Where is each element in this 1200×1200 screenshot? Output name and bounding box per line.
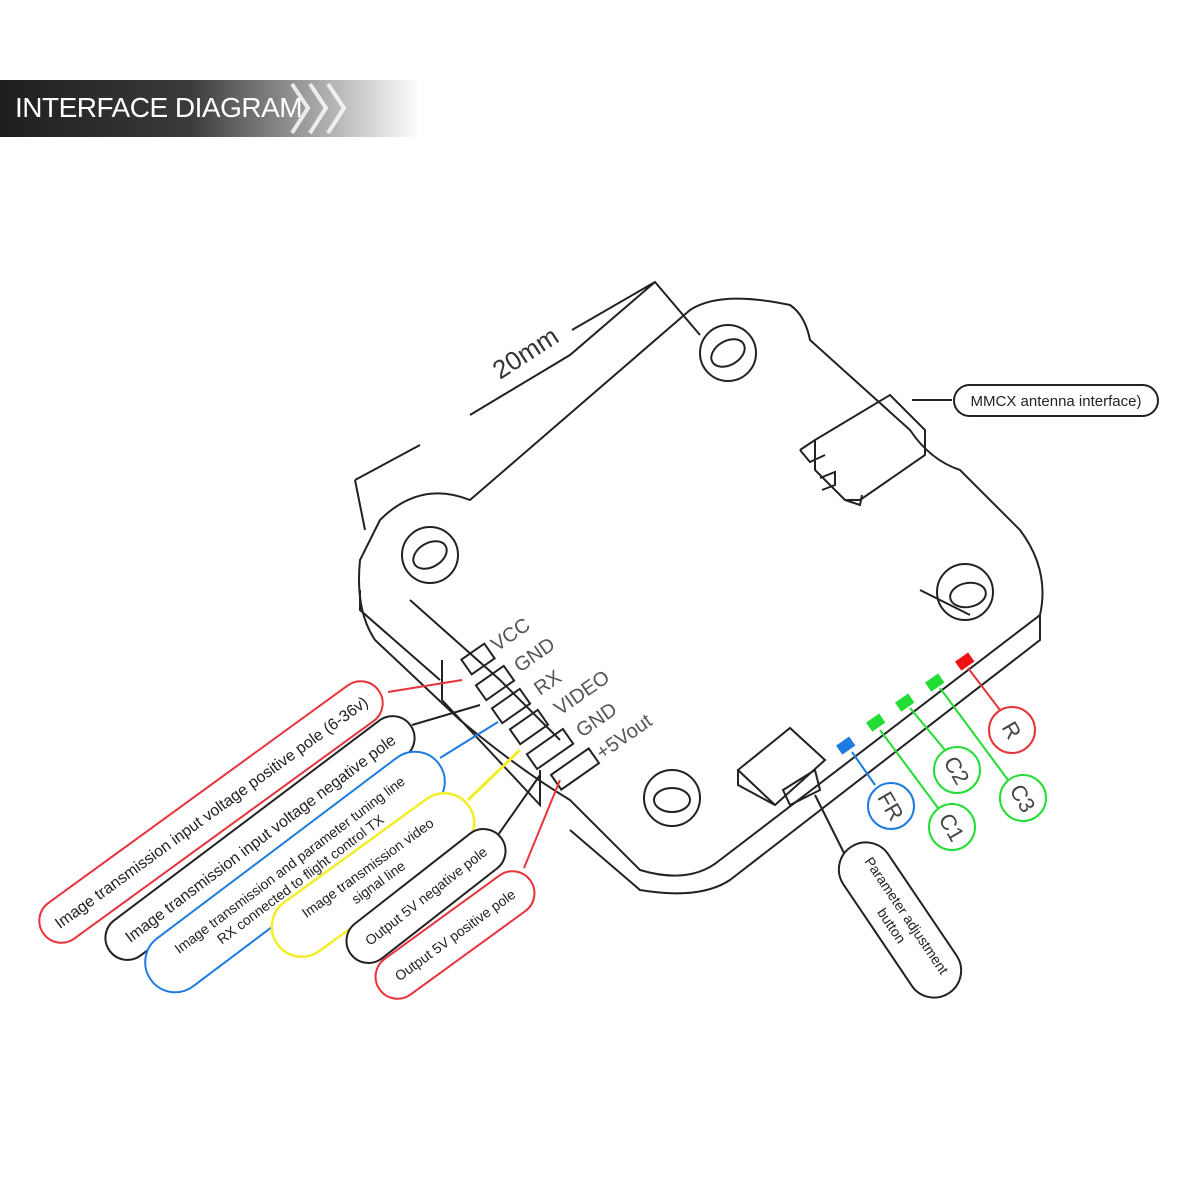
led-label-c1: C1 — [934, 809, 970, 846]
vtx-board — [358, 297, 1044, 895]
led-callout-c1 — [928, 803, 976, 851]
led-callout-c2 — [933, 746, 981, 794]
led-label-r: R — [997, 717, 1027, 743]
chevrons-icon — [290, 82, 347, 135]
pin-header — [441, 642, 601, 808]
dimension-label: 20mm — [487, 321, 564, 386]
callout-mmcx: MMCX antenna interface) — [953, 384, 1159, 417]
mmcx-connector — [799, 393, 926, 507]
led-fr — [836, 736, 856, 755]
led-callout-c3 — [999, 774, 1047, 822]
callout-mmcx-text: MMCX antenna interface) — [971, 393, 1142, 410]
led-callout-fr — [867, 782, 915, 830]
led-r — [955, 652, 975, 671]
page-title: INTERFACE DIAGRAM — [15, 92, 303, 123]
led-c2 — [895, 693, 915, 712]
led-c1 — [866, 713, 886, 732]
led-c3 — [925, 673, 945, 692]
parameter-button — [736, 726, 827, 807]
callout-button: Parameter adjustment button — [837, 841, 963, 999]
led-label-c2: C2 — [939, 752, 975, 789]
led-label-fr: FR — [872, 787, 908, 825]
led-callout-r — [988, 706, 1036, 754]
header-banner: INTERFACE DIAGRAM — [0, 80, 420, 137]
dimension-20mm: 20mm — [354, 280, 701, 531]
led-label-c3: C3 — [1005, 780, 1041, 817]
